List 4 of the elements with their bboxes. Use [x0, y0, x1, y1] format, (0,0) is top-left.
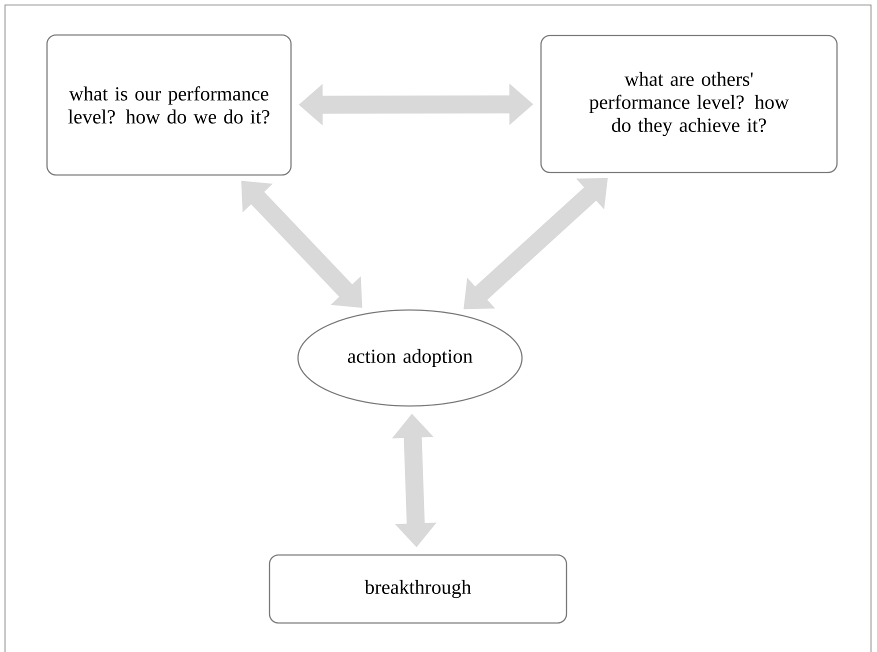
text-box: what are others' performance level? how do they achieve it?: [540, 34, 838, 174]
ellipse-node: action adoption: [297, 309, 523, 407]
text-box: breakthrough: [268, 554, 568, 624]
text-box: what is our performance level? how do we do it?: [46, 34, 292, 176]
